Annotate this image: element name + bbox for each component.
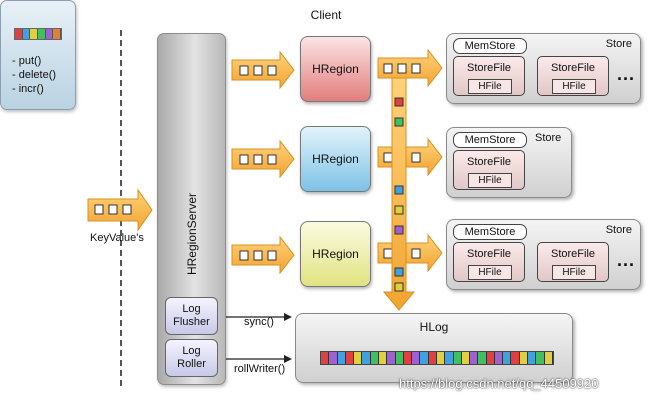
method-incr: - incr() xyxy=(12,83,44,95)
log-roller-box: Log Roller xyxy=(165,339,218,377)
store-group-3: MemStore Store StoreFile HFile StoreFile… xyxy=(446,219,641,290)
hlog-entry xyxy=(370,352,379,364)
memstore-2: MemStore xyxy=(453,132,527,148)
method-put: - put() xyxy=(12,55,42,67)
more-storefiles-1: ... xyxy=(617,64,636,84)
method-delete: - delete() xyxy=(12,69,57,81)
log-roller-line1: Log xyxy=(182,345,201,357)
store-group-2: MemStore Store StoreFile HFile xyxy=(446,127,572,198)
client-methods: - put() - delete() - incr() xyxy=(12,54,56,96)
storefile-1b-label: StoreFile xyxy=(550,62,596,74)
hlog-entry xyxy=(337,352,346,364)
hregion-2: HRegion xyxy=(300,126,371,192)
hfile-2a: HFile xyxy=(468,173,512,188)
hlog-entry xyxy=(486,352,495,364)
hlog-entry xyxy=(345,352,355,364)
store-arrow-3 xyxy=(377,233,443,273)
hregion-1: HRegion xyxy=(300,36,371,102)
region-arrow-1 xyxy=(231,50,295,90)
hlog-entry xyxy=(362,352,371,364)
storefile-2a: StoreFile HFile xyxy=(453,150,525,190)
log-roller-line2: Roller xyxy=(177,358,206,370)
hfile-1b: HFile xyxy=(552,79,596,94)
store-label-1: Store xyxy=(605,38,632,50)
hlog-entry xyxy=(470,352,479,364)
hlog-entry xyxy=(403,352,413,364)
hlog-entry xyxy=(536,352,545,364)
hlog-entry xyxy=(544,352,553,364)
hlog-entry xyxy=(378,352,388,364)
hregion-1-label: HRegion xyxy=(312,62,359,76)
region-arrow-2 xyxy=(231,139,295,179)
hfile-3a: HFile xyxy=(468,265,512,280)
log-flusher-box: Log Flusher xyxy=(165,297,218,335)
hregionserver-label: HRegionServer xyxy=(184,192,199,276)
hlog-write-arrow xyxy=(382,77,416,311)
hlog-entry xyxy=(354,352,363,364)
log-flusher-line1: Log xyxy=(182,303,201,315)
hlog-entry xyxy=(412,352,421,364)
hlog-entry xyxy=(428,352,437,364)
sync-label: sync() xyxy=(244,316,274,328)
keyvalue-arrow xyxy=(87,188,153,232)
memstore-1: MemStore xyxy=(453,38,527,54)
keyvalue-label: KeyValue's xyxy=(90,232,144,244)
hlog-entry xyxy=(445,352,454,364)
hlog-title: HLog xyxy=(419,320,449,334)
storefile-3a: StoreFile HFile xyxy=(453,242,525,282)
hlog-entry xyxy=(387,352,396,364)
hfile-1a: HFile xyxy=(468,79,512,94)
client-keyvalue-bar xyxy=(14,28,62,40)
hregion-3: HRegion xyxy=(300,221,371,287)
hlog-entry xyxy=(519,352,529,364)
hlog-entry xyxy=(478,352,487,364)
hlog-entry xyxy=(461,352,471,364)
hlog-entry xyxy=(511,352,520,364)
hlog-entry xyxy=(436,352,446,364)
storefile-1a: StoreFile HFile xyxy=(453,56,525,96)
hlog-box: HLog xyxy=(295,313,573,383)
store-arrow-2 xyxy=(377,137,443,177)
storefile-2a-label: StoreFile xyxy=(466,156,512,168)
hlog-entry xyxy=(494,352,504,364)
hfile-3b: HFile xyxy=(552,265,596,280)
hlog-entries-bar xyxy=(320,351,554,365)
log-flusher-line2: Flusher xyxy=(173,316,210,328)
more-storefiles-3: ... xyxy=(617,250,636,270)
hregion-3-label: HRegion xyxy=(312,247,359,261)
rollwriter-label: rollWriter() xyxy=(234,363,286,375)
storefile-1b: StoreFile HFile xyxy=(537,56,609,96)
hlog-entry xyxy=(453,352,462,364)
client-title: Client xyxy=(310,8,342,22)
hlog-entry xyxy=(420,352,429,364)
store-arrow-1 xyxy=(377,48,443,88)
storefile-3b-label: StoreFile xyxy=(550,248,596,260)
memstore-3: MemStore xyxy=(453,224,527,240)
hregion-2-label: HRegion xyxy=(312,152,359,166)
storefile-3a-label: StoreFile xyxy=(466,248,512,260)
hlog-entry xyxy=(503,352,512,364)
hlog-entry xyxy=(528,352,537,364)
watermark-text: https://blog.csdn.net/qq_44509920 xyxy=(399,376,599,391)
store-group-1: MemStore Store StoreFile HFile StoreFile… xyxy=(446,33,641,104)
hlog-entry xyxy=(395,352,404,364)
store-label-2: Store xyxy=(535,132,562,144)
storefile-1a-label: StoreFile xyxy=(466,62,512,74)
client-box: Client - put() - delete() - incr() xyxy=(0,0,341,110)
hlog-entry xyxy=(321,352,330,364)
store-label-3: Store xyxy=(605,224,632,236)
hlog-entry xyxy=(329,352,338,364)
region-arrow-3 xyxy=(231,235,295,275)
storefile-3b: StoreFile HFile xyxy=(537,242,609,282)
